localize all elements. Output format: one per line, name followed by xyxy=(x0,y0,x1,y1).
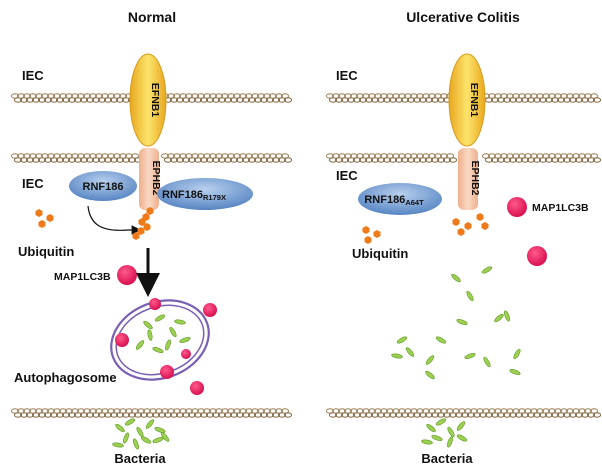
ephb2-label: EPHB2 xyxy=(150,160,162,195)
normal-map-label: MAP1LC3B xyxy=(54,271,111,283)
ephb2-receptor xyxy=(139,148,159,210)
normal-bacteria-label: Bacteria xyxy=(114,451,166,466)
uc-title: Ulcerative Colitis xyxy=(406,9,520,25)
normal-iec-top: IEC xyxy=(22,68,44,83)
ubiquitin-free xyxy=(35,209,54,228)
membranes xyxy=(10,93,602,418)
rnf186-r179x-protein xyxy=(157,178,253,210)
uc-map-label: MAP1LC3B xyxy=(532,202,589,214)
uc-ephb2-label: EPHB2 xyxy=(469,160,481,195)
autophagosome xyxy=(110,298,217,395)
uc-rnf186-a64t-label: RNF186A64T xyxy=(364,194,424,207)
uc-bacteria-scattered xyxy=(391,266,521,448)
uc-ubiquitin-free xyxy=(362,213,489,244)
uc-rnf186-a64t-protein xyxy=(358,183,442,215)
rnf186-r179x-label: RNF186R179X xyxy=(162,189,226,202)
rnf186-label: RNF186 xyxy=(83,181,124,193)
map1lc3b-particle xyxy=(117,265,137,285)
uc-membrane-bottom xyxy=(325,408,602,418)
uc-map1lc3b-particle xyxy=(507,197,527,217)
normal-membrane-middle xyxy=(10,153,293,163)
normal-panel: Normal IEC IEC EFNB1 EPHB2 RNF186 RNF186… xyxy=(14,9,253,466)
uc-ephb2-receptor xyxy=(458,148,478,210)
normal-iec-bottom: IEC xyxy=(22,176,44,191)
uc-bacteria-label: Bacteria xyxy=(421,451,473,466)
ubiquitin-chain xyxy=(132,207,154,240)
efnb1-label: EFNB1 xyxy=(149,83,161,118)
autophagosome-label: Autophagosome xyxy=(14,370,117,385)
uc-panel: Ulcerative Colitis IEC IEC EFNB1 EPHB2 R… xyxy=(336,9,589,466)
normal-membrane-bottom xyxy=(10,408,293,418)
uc-map1lc3b-particle-2 xyxy=(527,246,547,266)
uc-ubiquitin-label: Ubiquitin xyxy=(352,246,408,261)
autophagosome-bacteria xyxy=(135,314,191,353)
normal-membrane-top xyxy=(10,93,293,103)
rnf186-protein xyxy=(69,171,137,201)
normal-title: Normal xyxy=(128,9,176,25)
uc-iec-bottom: IEC xyxy=(336,168,358,183)
uc-membrane-top xyxy=(325,93,602,103)
normal-ubiquitin-label: Ubiquitin xyxy=(18,244,74,259)
uc-efnb1-label: EFNB1 xyxy=(468,83,480,118)
efnb1-receptor xyxy=(129,53,167,147)
uc-efnb1-receptor xyxy=(448,53,486,147)
normal-bacteria-cluster xyxy=(112,418,170,450)
uc-iec-top: IEC xyxy=(336,68,358,83)
uc-membrane-middle xyxy=(325,153,602,163)
ubiquitination-arrow xyxy=(87,205,142,235)
